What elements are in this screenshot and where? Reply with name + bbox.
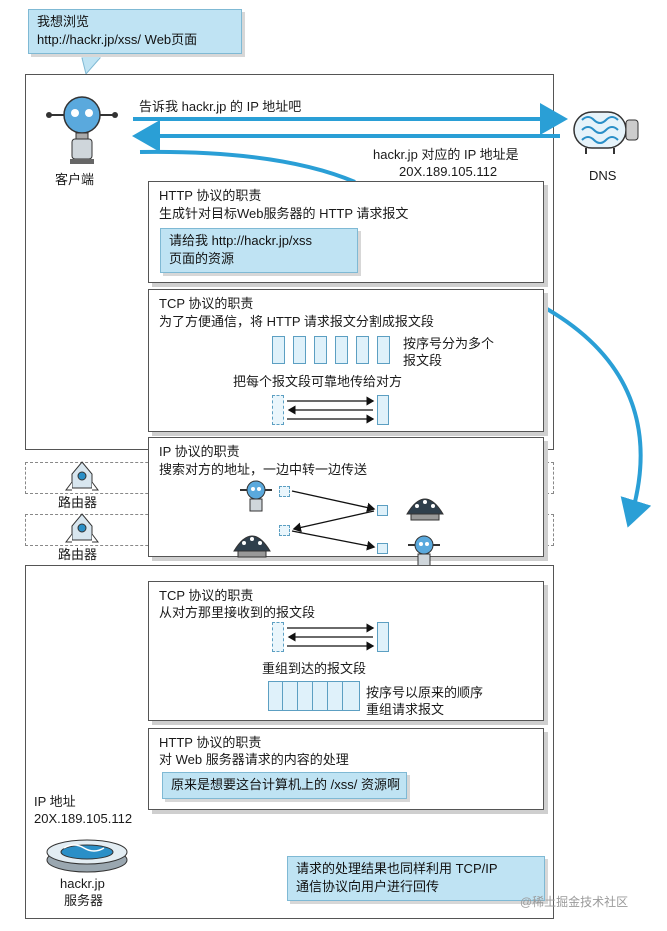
dome-robot-icon (406, 498, 444, 521)
router-label-1: 路由器 (58, 495, 98, 510)
server-ip-value: 20X.189.105.112 (34, 811, 133, 826)
relay-arrows (291, 490, 376, 551)
server-name-line-2: 服务器 (64, 893, 104, 908)
http-client-desc: 生成针对目标Web服务器的 HTTP 请求报文 (159, 206, 409, 221)
dns-query-text: 告诉我 hackr.jp 的 IP 地址吧 (139, 99, 302, 114)
dns-server-icon (573, 111, 639, 154)
ip-desc: 搜索对方的地址，一边中转一边传送 (159, 462, 368, 477)
client-label: 客户端 (55, 172, 95, 187)
result-bubble: 请求的处理结果也同样利用 TCP/IP 通信协议向用户进行回传 (287, 856, 545, 901)
tcp-client-note-3: 把每个报文段可靠地传给对方 (233, 374, 403, 389)
segment (377, 336, 390, 364)
tcp-client-note-2: 报文段 (403, 353, 443, 368)
server-icon (46, 839, 128, 873)
tcp-server-desc: 从对方那里接收到的报文段 (159, 605, 316, 620)
result-line-2: 通信协议向用户进行回传 (296, 879, 440, 894)
dns-reply-line-1: hackr.jp 对应的 IP 地址是 (373, 147, 519, 162)
tcp-server-note-1: 重组到达的报文段 (262, 661, 367, 676)
small-robot-icon (240, 480, 272, 512)
segment (356, 336, 369, 364)
segment (293, 336, 306, 364)
segment (272, 395, 284, 425)
segment (377, 505, 388, 516)
tcp-client-desc: 为了方便通信，将 HTTP 请求报文分割成报文段 (159, 314, 434, 329)
router-label-2: 路由器 (58, 547, 98, 562)
result-line-1: 请求的处理结果也同样利用 TCP/IP (296, 861, 498, 876)
http-server-title: HTTP 协议的职责 (159, 735, 262, 750)
intro-line-2: http://hackr.jp/xss/ Web页面 (37, 32, 198, 47)
reassembled-segments (268, 681, 360, 711)
ip-box (148, 437, 544, 557)
dns-reply-line-2: 20X.189.105.112 (399, 164, 498, 179)
intro-line-1: 我想浏览 (37, 14, 90, 29)
server-name-line-1: hackr.jp (60, 876, 105, 891)
segment (272, 622, 284, 652)
watermark: @稀土掘金技术社区 (520, 895, 629, 909)
receive-arrows (287, 623, 375, 651)
segment (377, 622, 389, 652)
segment (279, 525, 290, 536)
segment (377, 395, 389, 425)
transfer-arrows (287, 396, 375, 424)
segment (377, 543, 388, 554)
small-robot-icon (408, 535, 440, 567)
ip-title: IP 协议的职责 (159, 444, 240, 459)
http-request-line-2: 页面的资源 (169, 251, 235, 266)
tcp-server-note-2: 按序号以原来的顺序 (366, 685, 484, 700)
tcp-client-title: TCP 协议的职责 (159, 296, 254, 311)
http-server-desc: 对 Web 服务器请求的内容的处理 (159, 752, 349, 767)
router-icon (65, 513, 99, 543)
router-icon (65, 461, 99, 491)
segment (279, 486, 290, 497)
http-client-request-bubble: 请给我 http://hackr.jp/xss 页面的资源 (160, 228, 358, 273)
tcp-server-note-3: 重组请求报文 (366, 702, 445, 717)
tcp-client-note-1: 按序号分为多个 (403, 336, 495, 351)
http-server-bubble: 原来是想要这台计算机上的 /xss/ 资源啊 (162, 772, 407, 799)
segment (272, 336, 285, 364)
dome-robot-icon (233, 535, 271, 558)
dns-label: DNS (589, 168, 617, 183)
tcp-server-title: TCP 协议的职责 (159, 588, 254, 603)
http-server-bubble-text: 原来是想要这台计算机上的 /xss/ 资源啊 (171, 777, 400, 792)
http-request-line-1: 请给我 http://hackr.jp/xss (169, 233, 313, 248)
bubble-tail (81, 57, 102, 76)
http-client-title: HTTP 协议的职责 (159, 188, 262, 203)
intro-speech-bubble: 我想浏览 http://hackr.jp/xss/ Web页面 (28, 9, 242, 54)
segment (314, 336, 327, 364)
robot-icon (46, 96, 118, 164)
segment (335, 336, 348, 364)
server-ip-label: IP 地址 (34, 794, 76, 809)
